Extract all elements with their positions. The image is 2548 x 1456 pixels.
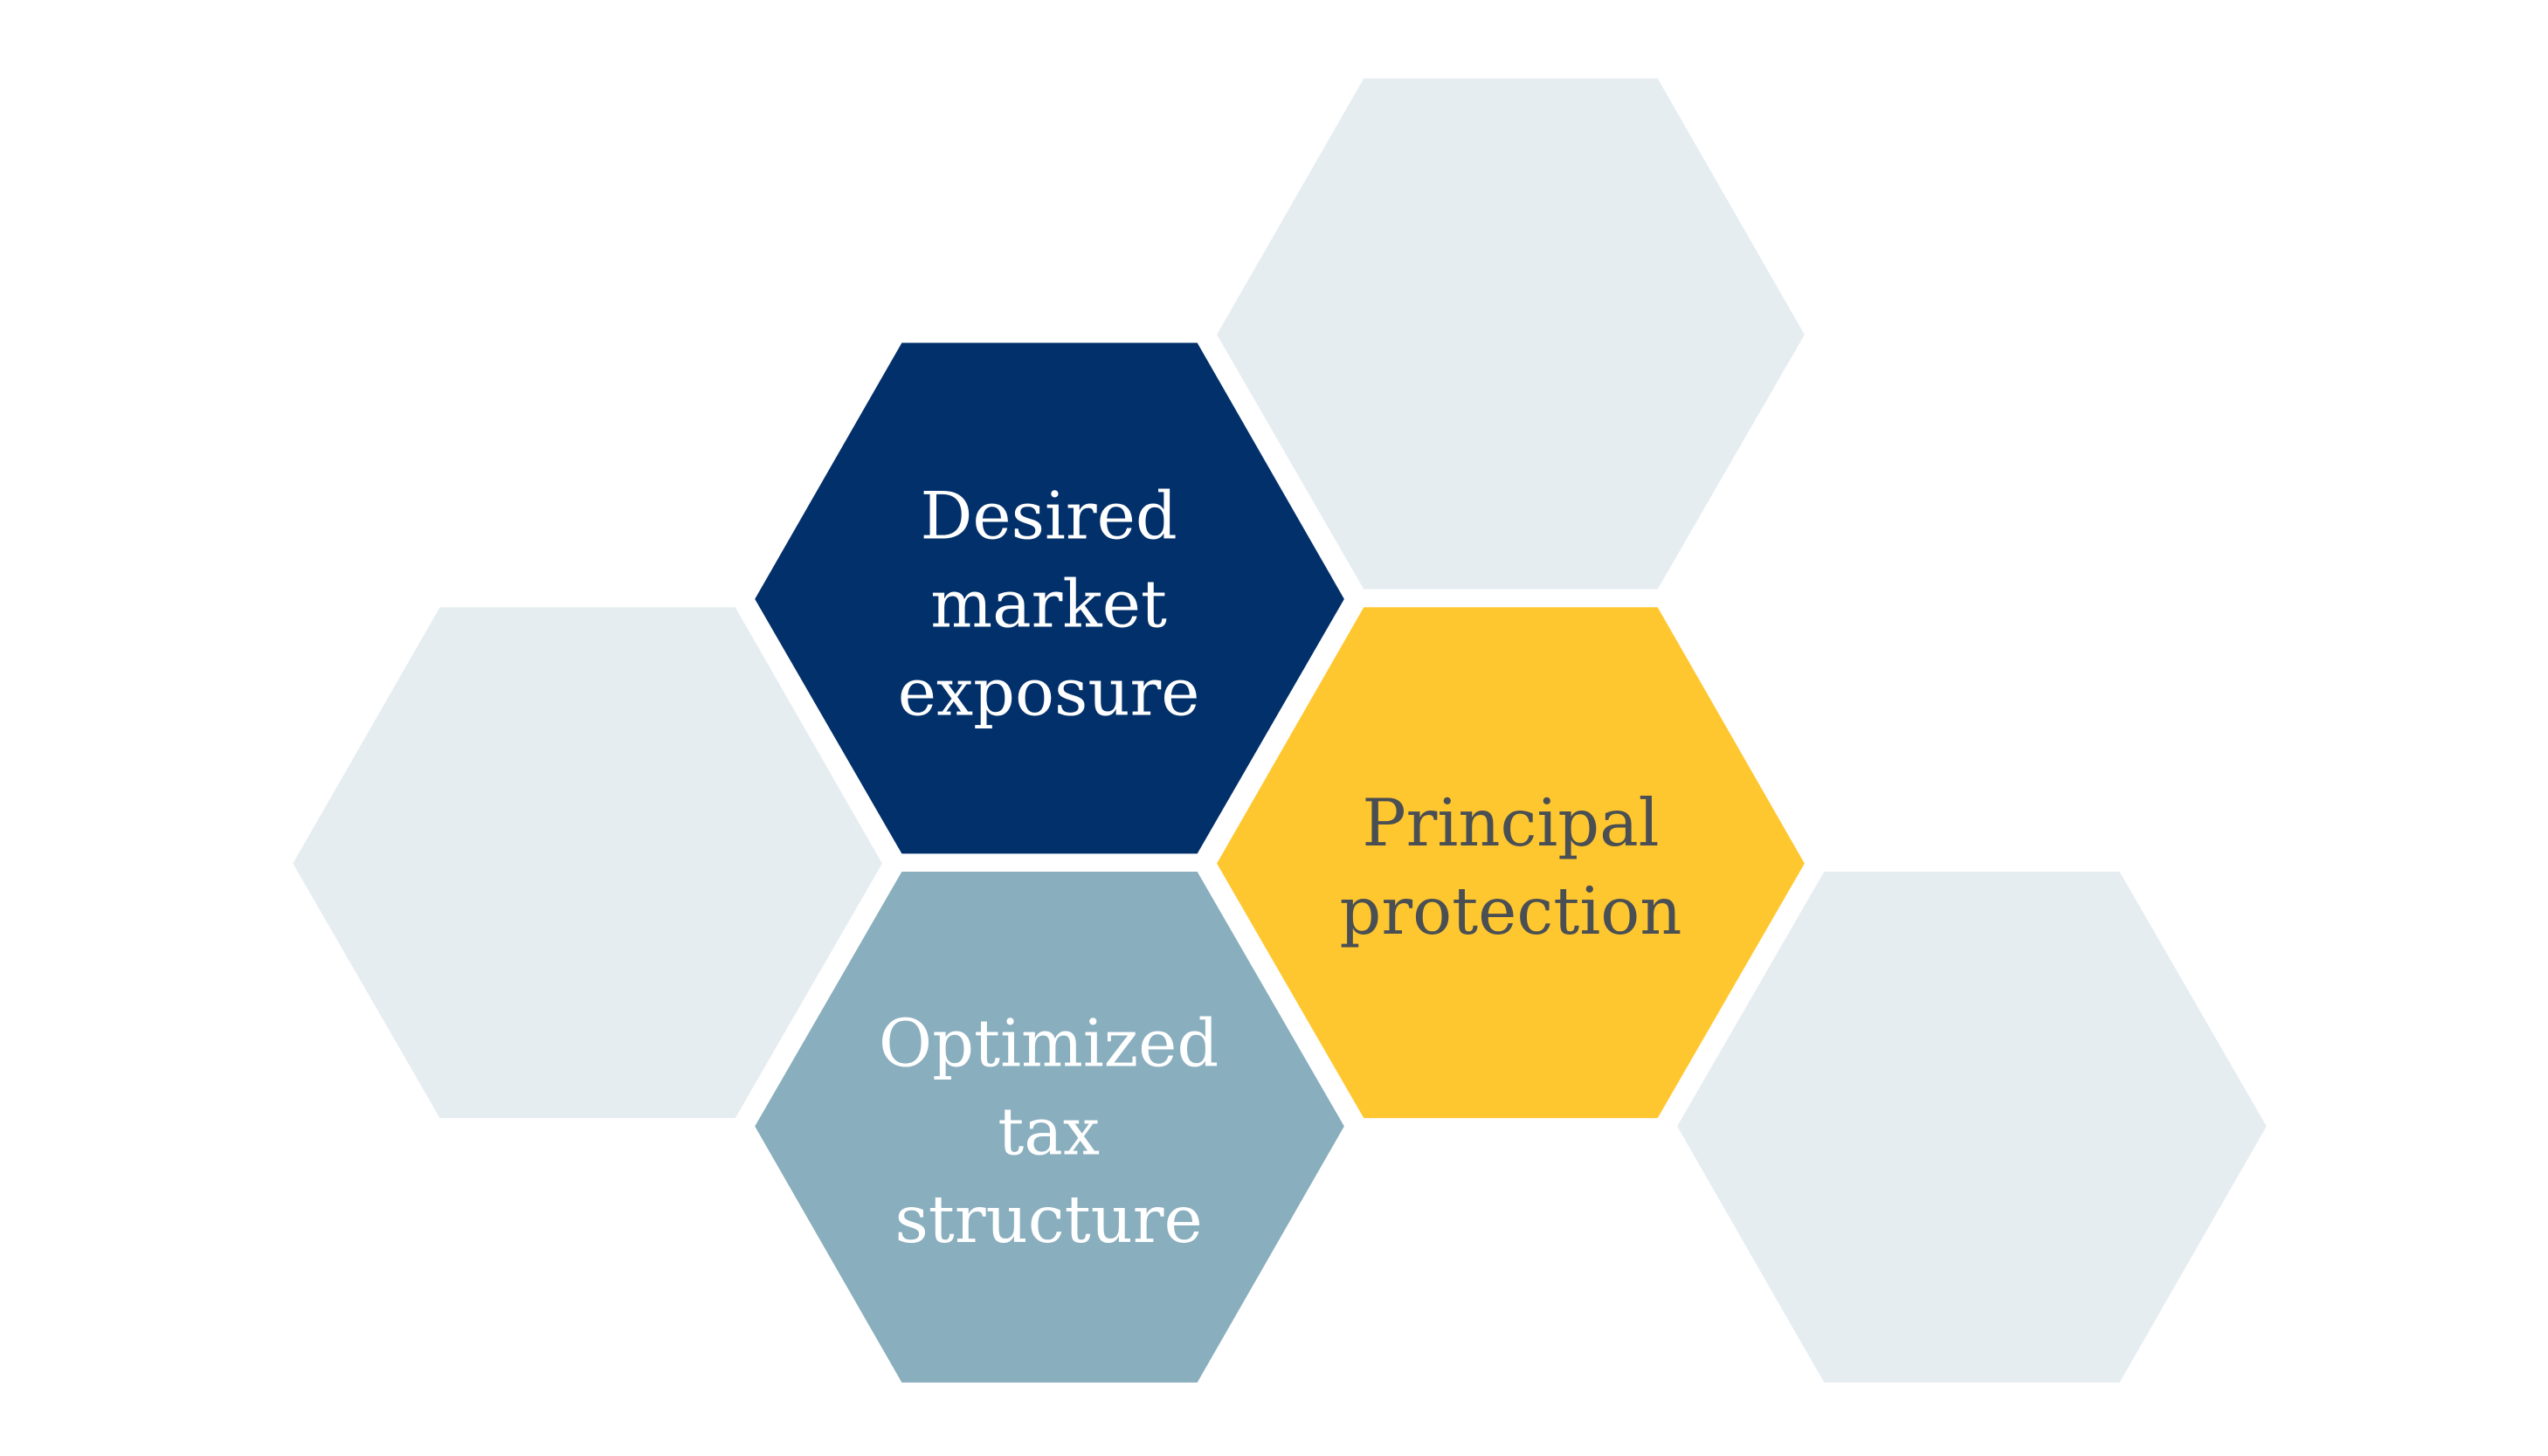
hexagon-empty-bottom-right xyxy=(1677,871,2267,1383)
label-line: Desired xyxy=(920,479,1177,555)
label-line: Principal xyxy=(1362,785,1659,861)
market-exposure-label: Desired market exposure xyxy=(898,479,1200,731)
label-line: protection xyxy=(1340,873,1682,949)
hexagon-principal-protection xyxy=(1217,607,1805,1119)
label-line: exposure xyxy=(898,655,1200,731)
label-line: market xyxy=(930,567,1167,643)
hexagon-empty-left xyxy=(293,607,882,1119)
label-line: Optimized xyxy=(879,1005,1219,1081)
hexagon-market-exposure xyxy=(755,342,1344,854)
label-line: tax xyxy=(998,1094,1100,1170)
hexagon-tax-structure xyxy=(755,871,1344,1383)
tax-structure-label: Optimized tax structure xyxy=(879,1005,1219,1258)
label-line: structure xyxy=(894,1182,1202,1258)
principal-protection-label: Principal protection xyxy=(1340,785,1682,949)
hexagon-empty-top-right xyxy=(1217,78,1805,590)
